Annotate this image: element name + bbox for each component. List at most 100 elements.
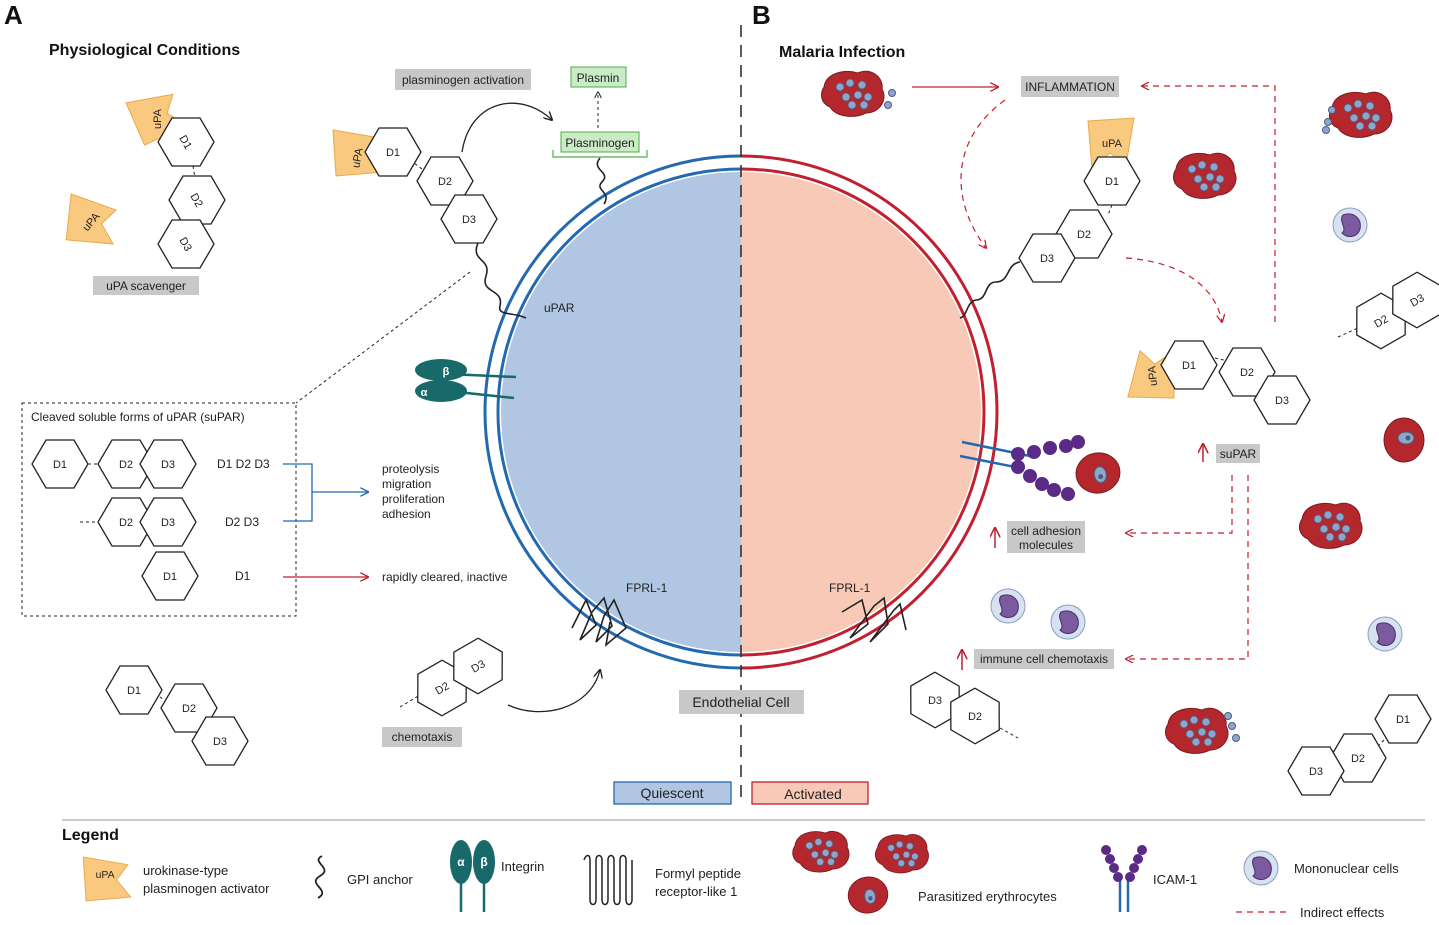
supar-box [1216,444,1260,463]
plasminogen-box [560,131,640,153]
mononuclear-cell [1050,604,1086,640]
free-upar: D1 D2 D3 [157,117,226,269]
legend-upa-icon: uPA [82,856,132,902]
plasminogen-activation-label: plasminogen activation [402,73,524,87]
plasminogen-label: Plasminogen [565,136,634,150]
quiescent-legend-box [613,781,732,805]
endothelial-cell-box [679,690,804,714]
svg-text:β: β [443,366,450,378]
chemotaxis-supar: D2 D3 [399,630,515,724]
single-erythrocyte [1072,448,1124,498]
svg-text:D2: D2 [1077,229,1091,241]
svg-text:uPA: uPA [152,108,164,129]
svg-text:D2: D2 [1240,367,1254,379]
legend-mononuclear-icon [1243,850,1279,886]
molecules-label: molecules [1019,538,1073,552]
supar-to-adhesion-arrow [1126,475,1233,533]
svg-text:D2: D2 [438,176,452,188]
upa-supar-complex: uPA D1 D2 D3 [1127,340,1311,425]
mononuclear-cell [990,588,1026,624]
legend-formyl-line1: Formyl peptide [655,866,741,881]
zoom-line [295,271,471,404]
svg-text:D3: D3 [1309,766,1323,778]
svg-text:D1: D1 [1396,714,1410,726]
cell-adhesion-box [1007,521,1085,553]
membrane-upar-b: D1 D2 D3 [959,156,1141,319]
cleaved-form-d1d2d3: D1 D2 D3 [31,439,197,489]
legend-fprl1-icon [583,854,633,906]
svg-text:D2: D2 [968,711,982,723]
svg-text:D2: D2 [119,517,133,529]
svg-text:D3: D3 [928,695,942,707]
free-supar-b3: D1 D2 D3 [1287,694,1432,796]
activation-arrow [461,102,552,153]
parasitized-erythrocyte [821,70,896,117]
fprl1-receptor-a [571,596,627,648]
legend-gpi-icon [314,855,326,899]
svg-text:D2: D2 [182,703,196,715]
cleared-label: rapidly cleared, inactive [382,570,508,584]
svg-text:uPA: uPA [96,870,115,881]
svg-text:D1: D1 [127,685,141,697]
panel-a-letter: A [4,0,23,30]
supar-feedback-arrow [1142,86,1276,322]
immune-chemotaxis-box [974,649,1114,669]
cleaved-form-d1: D1 [141,551,199,601]
cleaved-forms-title: Cleaved soluble forms of uPAR (suPAR) [31,410,245,424]
svg-text:proliferation: proliferation [382,492,445,506]
cleaved-form-d2d3: D2 D3 [80,497,197,547]
inflammation-box [1021,76,1119,97]
plasminogen-bracket [552,150,648,158]
bound-upa-b: uPA [1087,117,1135,169]
parasitized-erythrocyte [1173,152,1237,199]
legend-title: Legend [62,827,119,844]
upa-shape: uPA [62,193,121,249]
svg-text:adhesion: adhesion [382,507,431,521]
mononuclear-cell [1367,616,1403,652]
activated-legend-box [751,781,869,805]
gpi-anchor [475,242,527,319]
single-erythrocyte [1383,417,1425,463]
chemotaxis-box [382,727,462,747]
inflammation-to-upar-arrow [960,99,1006,248]
legend-erythrocyte-icon [874,834,929,874]
legend-icam1-label: ICAM-1 [1153,872,1197,887]
quiescent-label: Quiescent [640,785,703,801]
legend-upa-line2: plasminogen activator [143,881,270,896]
legend-integrin-label: Integrin [501,859,544,874]
mononuclear-cell [1332,207,1368,243]
membrane-upar-a: D1 D2 D3 [364,127,527,319]
legend-mononuclear-label: Mononuclear cells [1294,861,1399,876]
icam1-b [959,435,1085,501]
legend-gpi-label: GPI anchor [347,872,413,887]
bound-upa: uPA [332,129,384,177]
plasminogen-tether [596,157,607,205]
svg-text:migration: migration [382,477,431,491]
cleavage-arrow [1125,257,1222,322]
chemotaxis-arrow [507,670,600,713]
plasminogen-activation-box [395,69,531,90]
supar-to-chemotaxis-arrow [1126,475,1249,659]
svg-text:uPA: uPA [1146,365,1160,387]
legend-single-erythrocyte-icon [844,873,892,917]
effects-arrow [283,463,368,522]
legend-upa-line1: urokinase-type [143,863,228,878]
integrin-a: β α [415,359,517,402]
svg-text:β: β [480,855,487,869]
free-supar-b1: D2 D3 [1337,264,1439,357]
fprl1-receptor-b [841,596,907,643]
free-upar-bottom: D1 D2 D3 [105,665,249,766]
svg-text:D1: D1 [163,571,177,583]
svg-text:uPA: uPA [350,147,365,169]
activated-label: Activated [784,786,842,802]
upa-shape: uPA [125,85,190,147]
form3-label: D1 [235,569,251,583]
svg-text:D1: D1 [1182,360,1196,372]
form2-label: D2 D3 [225,515,259,529]
endothelial-cell-label: Endothelial Cell [692,694,789,710]
legend-erythrocyte-icon [792,830,850,873]
upa-scavenger-box [93,276,199,295]
svg-text:uPA: uPA [1102,138,1123,150]
